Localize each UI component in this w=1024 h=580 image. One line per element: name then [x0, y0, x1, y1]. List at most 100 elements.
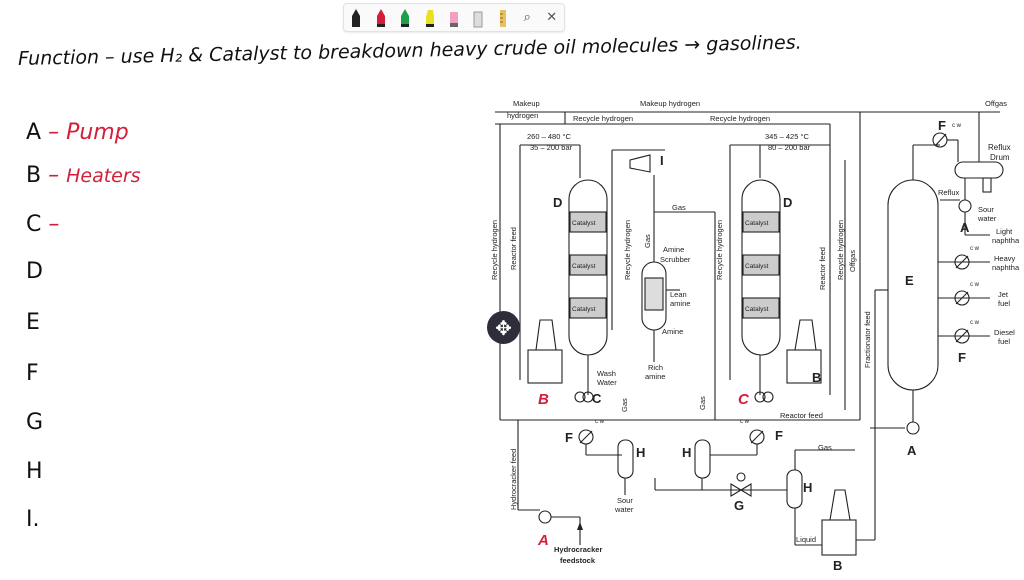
label-gas-v: Gas — [643, 234, 652, 248]
label-gas-v2: Gas — [620, 398, 629, 412]
separator-h-3 — [786, 469, 803, 509]
move-icon[interactable]: ✥ — [487, 311, 520, 344]
red-pen-icon[interactable] — [372, 8, 390, 28]
pump-a-bottom — [906, 421, 920, 435]
label-reactor-feed-v1: Reactor feed — [509, 227, 518, 270]
label-i: I — [660, 153, 664, 168]
label-cw: c w — [952, 123, 962, 129]
label-rich-amine-2: amine — [645, 372, 665, 381]
zoom-icon[interactable]: ⌕ — [523, 9, 531, 25]
note-row-b: B – Heaters — [26, 163, 141, 188]
valve-g — [736, 472, 746, 482]
yellow-highlighter-icon[interactable] — [421, 8, 439, 28]
heater-b-left — [527, 349, 563, 384]
label-gas-right: Gas — [818, 443, 832, 452]
pink-highlighter-icon[interactable] — [445, 8, 463, 28]
label-reactor-feed-h: Reactor feed — [780, 411, 823, 420]
label-f-left: F — [565, 430, 573, 445]
label-wash-water-2: Water — [597, 378, 617, 387]
eraser-icon[interactable] — [469, 8, 487, 28]
label-gas: Gas — [672, 203, 686, 212]
label-sour-water-top-2: water — [977, 214, 997, 223]
label-recycle-hydrogen-2: Recycle hydrogen — [710, 114, 770, 123]
label-h-3: H — [803, 480, 812, 495]
label-amine-scrubber-2: Scrubber — [660, 255, 691, 264]
label-cw: c w — [970, 320, 980, 326]
annotation-toolbar: ⌕ ✕ — [343, 3, 565, 32]
label-catalyst: Catalyst — [745, 263, 769, 270]
note-row-e: E — [26, 310, 40, 335]
label-reactor1-temp: 260 – 480 °C — [527, 132, 571, 141]
label-d-left: D — [553, 195, 562, 210]
label-f-top: F — [938, 118, 946, 133]
label-makeup: Makeup — [513, 99, 540, 108]
label-reactor-feed-v2: Reactor feed — [818, 247, 827, 290]
label-b-right: B — [812, 370, 821, 385]
label-reactor1-pres: 35 – 200 bar — [530, 143, 573, 152]
label-sour-water-1: Sour — [617, 496, 633, 505]
label-catalyst: Catalyst — [572, 306, 596, 313]
label-catalyst: Catalyst — [745, 220, 769, 227]
label-a-top: A — [960, 220, 970, 235]
label-cw: c w — [595, 419, 605, 425]
label-heavy-naphtha-1: Heavy — [994, 254, 1016, 263]
cooler-f-jet — [954, 290, 970, 306]
note-row-i: I. — [26, 507, 40, 532]
label-f-bottom: F — [958, 350, 966, 365]
label-reactor2-temp: 345 – 425 °C — [765, 132, 809, 141]
reactor-2 — [741, 179, 781, 356]
reflux-drum — [954, 161, 1004, 179]
label-reactor2-pres: 80 – 200 bar — [768, 143, 811, 152]
pump-a-top — [958, 199, 972, 213]
label-makeup-hydrogen: hydrogen — [507, 111, 538, 120]
label-recycle-hydrogen-v1: Recycle hydrogen — [490, 220, 499, 280]
label-diesel-fuel-2: fuel — [998, 337, 1010, 346]
cooler-f-heavy — [954, 254, 970, 270]
heater-b-bottom — [821, 519, 857, 556]
pump-a-feed — [538, 510, 552, 524]
label-recycle-hydrogen-v4: Recycle hydrogen — [836, 220, 845, 280]
label-lean-amine-2: amine — [670, 299, 690, 308]
separator-h-2 — [694, 439, 711, 479]
label-hydrocracker-feedstock-2: feedstock — [560, 556, 596, 565]
label-light-naphtha-2: naphtha — [992, 236, 1020, 245]
label-makeup-hydrogen-top: Makeup hydrogen — [640, 99, 700, 108]
label-h-2: H — [682, 445, 691, 460]
label-fractionator-feed: Fractionator feed — [863, 311, 872, 368]
compressor-i — [629, 154, 651, 173]
green-pen-icon[interactable] — [396, 8, 414, 28]
note-row-d: D — [26, 259, 43, 284]
label-catalyst: Catalyst — [572, 220, 596, 227]
label-offgas-v: Offgas — [848, 250, 857, 272]
label-jet-fuel-2: fuel — [998, 299, 1010, 308]
label-sour-water-2: water — [614, 505, 634, 514]
label-rich-amine-1: Rich — [648, 363, 663, 372]
separator-h-1 — [617, 439, 634, 479]
note-row-g: G — [26, 410, 44, 435]
label-heavy-naphtha-2: naphtha — [992, 263, 1020, 272]
label-d-right: D — [783, 195, 792, 210]
label-h-1: H — [636, 445, 645, 460]
label-a-bottom: A — [907, 443, 917, 458]
label-hydrocracker-feed-v: Hydrocracker feed — [509, 449, 518, 510]
note-row-f: F — [26, 361, 39, 386]
close-icon[interactable]: ✕ — [546, 9, 558, 25]
label-recycle-hydrogen-v3: Recycle hydrogen — [715, 220, 724, 280]
label-cw: c w — [740, 419, 750, 425]
label-sour-water-top-1: Sour — [978, 205, 994, 214]
label-recycle-hydrogen-1: Recycle hydrogen — [573, 114, 633, 123]
label-catalyst: Catalyst — [572, 263, 596, 270]
exchanger-c-right — [754, 391, 766, 403]
label-g: G — [734, 498, 744, 513]
note-row-a: A – Pump — [26, 120, 129, 145]
cooler-f-diesel — [954, 328, 970, 344]
label-catalyst: Catalyst — [745, 306, 769, 313]
ruler-icon[interactable] — [494, 8, 512, 28]
black-pen-icon[interactable] — [347, 8, 365, 28]
label-hydrocracker-feedstock-1: Hydrocracker — [554, 545, 602, 554]
exchanger-c-left — [574, 391, 586, 403]
label-diesel-fuel-1: Diesel — [994, 328, 1015, 337]
label-lean-amine-1: Lean — [670, 290, 687, 299]
label-f-right: F — [775, 428, 783, 443]
